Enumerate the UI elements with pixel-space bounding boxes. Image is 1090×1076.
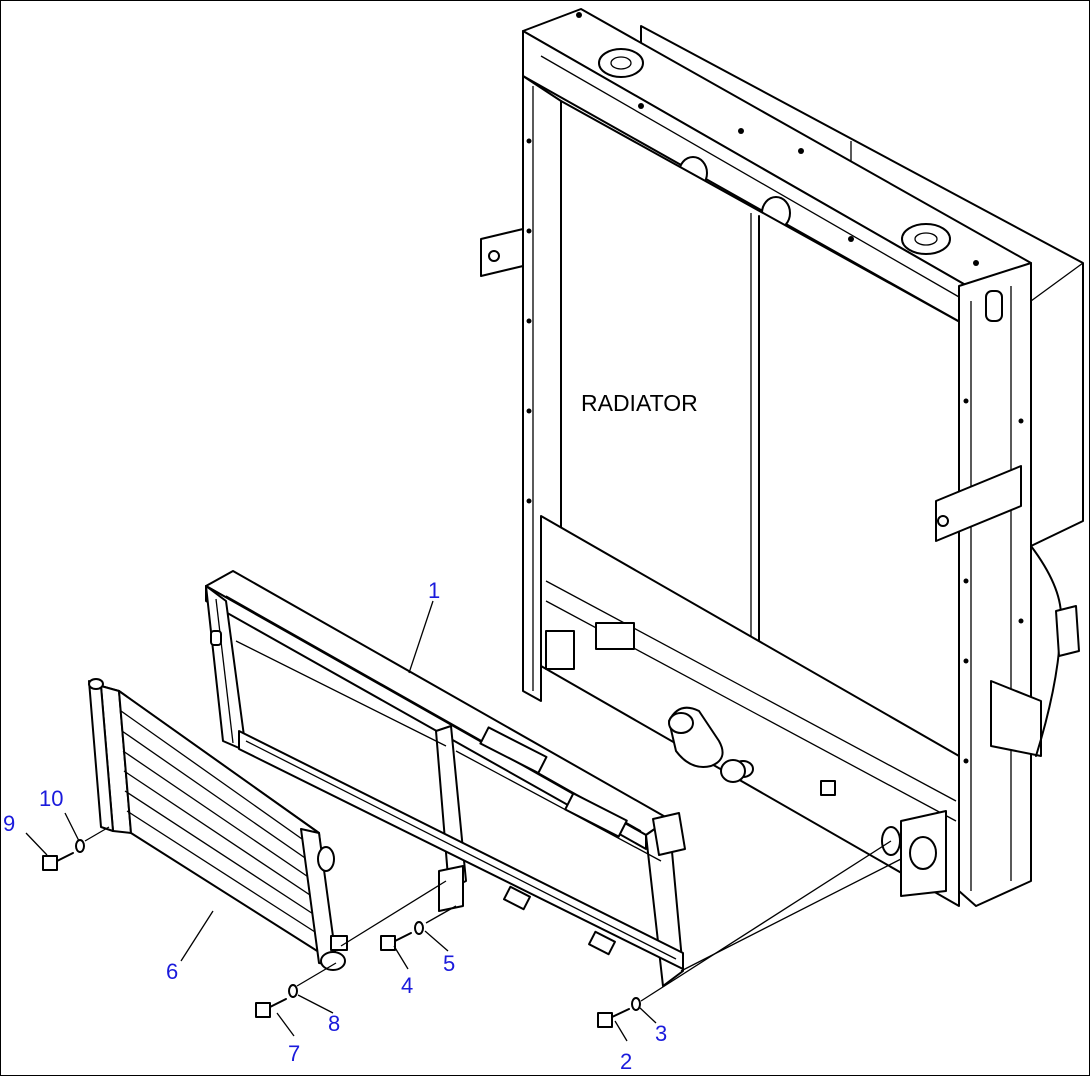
callout-5: 5	[443, 951, 455, 976]
callout-6: 6	[166, 959, 178, 984]
callout-1: 1	[428, 578, 440, 603]
bolt-9	[42, 852, 74, 871]
callout-2: 2	[620, 1049, 632, 1074]
part-callouts: 1 2 3 4 5 6 7 8 9 10	[3, 578, 667, 1074]
washer-5	[414, 921, 424, 935]
bolt-7	[255, 998, 287, 1018]
callout-7: 7	[288, 1041, 300, 1066]
assembly-lines	[25, 600, 902, 1042]
washer-10	[75, 839, 85, 853]
callout-8: 8	[328, 1011, 340, 1036]
callout-10: 10	[39, 786, 63, 811]
washer-8	[288, 984, 298, 998]
callout-4: 4	[401, 973, 413, 998]
washer-3	[631, 997, 641, 1011]
radiator-assembly: RADIATOR	[480, 8, 1084, 907]
callout-9: 9	[3, 811, 15, 836]
condenser-mounting-frame	[205, 570, 686, 987]
fasteners	[42, 839, 641, 1028]
bolt-2	[597, 1008, 630, 1028]
callout-3: 3	[655, 1021, 667, 1046]
condenser-core	[88, 678, 348, 971]
radiator-label: RADIATOR	[581, 390, 698, 416]
bolt-4	[380, 932, 412, 951]
